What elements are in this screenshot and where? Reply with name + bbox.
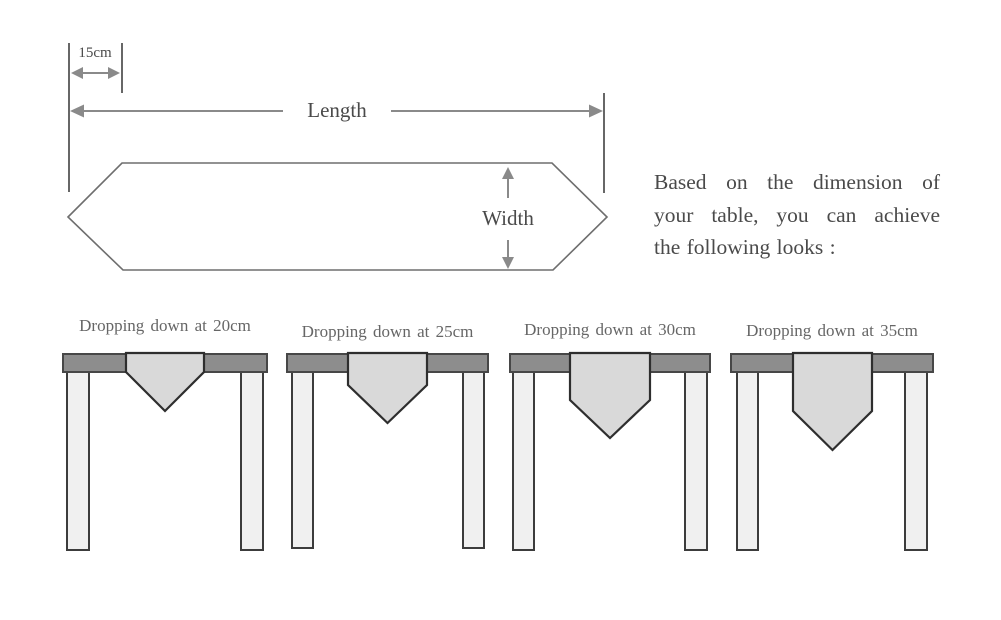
table-leg-right [684,371,708,551]
look-title-30cm: Dropping down at 30cm [524,320,696,339]
look-25cm: Dropping down at 25cm [280,305,510,565]
width-arrow-down-icon [502,257,514,269]
table-leg-left [66,371,90,551]
length-arrow-left-icon [70,104,84,118]
length-arrow-right-icon [589,104,603,118]
table-leg-right [240,371,264,551]
look-35cm: Dropping down at 35cm [722,305,952,565]
intro-note-line-1: Based on the dimension of [654,170,940,194]
table-figure-20cm [62,351,268,551]
table-leg-left [512,371,535,551]
intro-note-line-3: the following looks : [654,235,836,260]
width-arrow-up-icon [502,167,514,179]
intro-note: Based on the dimension of your table, yo… [654,166,940,264]
runner-drop-20cm [124,351,206,413]
look-title-35cm: Dropping down at 35cm [746,321,918,340]
look-30cm: Dropping down at 30cm [500,305,730,565]
runner-drop-30cm [568,351,652,440]
table-leg-right [462,371,485,549]
table-leg-left [291,371,314,549]
table-leg-left [736,371,759,551]
table-figure-25cm [286,351,489,549]
offset-arrow-left-icon [71,67,83,79]
runner-drop-35cm [791,351,874,452]
offset-arrow-right-icon [108,67,120,79]
width-label: Width [460,205,556,231]
table-figure-35cm [730,351,934,551]
table-figure-30cm [509,351,711,551]
length-label: Length [283,98,391,123]
runner-dimension-diagram [66,43,609,271]
look-20cm: Dropping down at 20cm [55,305,285,565]
runner-outline-shape [66,162,609,271]
table-leg-right [904,371,928,551]
look-title-20cm: Dropping down at 20cm [79,316,251,335]
offset-15cm-label: 15cm [78,45,112,61]
look-title-25cm: Dropping down at 25cm [301,322,474,341]
intro-note-line-2: your table, you can achieve [654,202,940,227]
runner-drop-25cm [346,351,429,425]
